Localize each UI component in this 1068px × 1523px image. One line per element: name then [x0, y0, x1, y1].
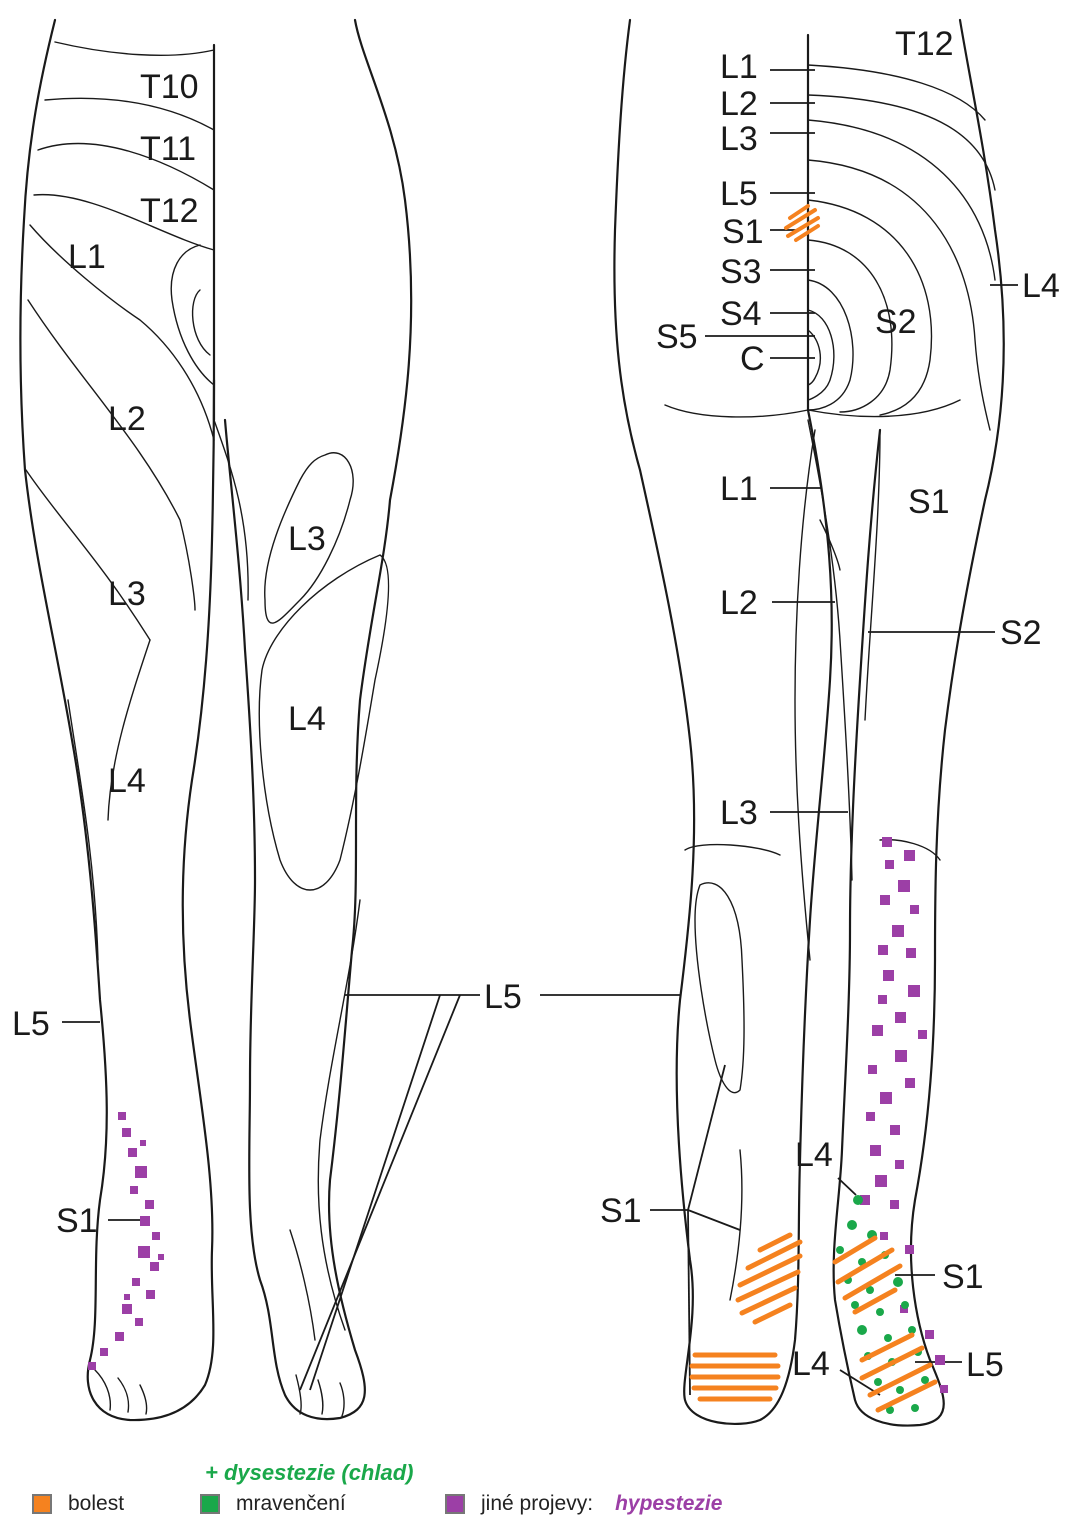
label-b-l3-leg: L3 [720, 794, 758, 832]
legend: + dysestezie (chlad) bolest mravenčení j… [0, 1450, 1068, 1520]
label-side-s1: S1 [600, 1192, 642, 1230]
label-l4-front: L4 [108, 762, 146, 800]
label-b-s1-leg: S1 [908, 483, 950, 521]
label-b-s2-leg: S2 [1000, 614, 1042, 652]
label-b-l4-ankle: L4 [795, 1136, 833, 1174]
label-b-l1: L1 [720, 48, 758, 86]
front-view: T10 T11 T12 L1 L2 L3 L4 L5 S1 L3 L4 L5 [12, 20, 680, 1420]
tingling-label: mravenčení [236, 1492, 346, 1516]
leader-b-s1-foot-2 [688, 1210, 740, 1230]
leader-l5-foot [300, 995, 460, 1390]
label-l2-front: L2 [108, 400, 146, 438]
label-b-l2-leg: L2 [720, 584, 758, 622]
label-b-l3: L3 [720, 120, 758, 158]
label-l1-front: L1 [68, 238, 106, 276]
label-b-l4-foot: L4 [792, 1345, 830, 1383]
label-b-l5-foot: L5 [966, 1346, 1004, 1384]
tingling-swatch [200, 1494, 220, 1514]
label-b-s4: S4 [720, 295, 762, 333]
label-l3-front-right: L3 [288, 520, 326, 558]
front-hypestezie-area [88, 1112, 164, 1370]
pain-sacral-area [786, 206, 818, 240]
label-b-s1: S1 [722, 213, 764, 251]
label-b-s3: S3 [720, 253, 762, 291]
legend-item-pain: bolest [32, 1492, 124, 1516]
label-t12-front: T12 [140, 192, 199, 230]
other-swatch [445, 1494, 465, 1514]
back-view: T12 L1 L2 L3 L5 S1 S3 S4 S5 C S2 L4 L1 S… [600, 20, 1060, 1426]
leader-b-s1-foot-3 [688, 1065, 725, 1210]
label-l5-center: L5 [484, 978, 522, 1016]
label-s1-front: S1 [56, 1202, 98, 1240]
label-l5-front: L5 [12, 1005, 50, 1043]
label-b-l2: L2 [720, 85, 758, 123]
label-b-t12: T12 [895, 25, 954, 63]
label-b-l4: L4 [1022, 267, 1060, 305]
label-b-l1-leg: L1 [720, 470, 758, 508]
tingling-extra-note: + dysestezie (chlad) [205, 1460, 413, 1486]
label-b-s5: S5 [656, 318, 698, 356]
leader-b-l4-ankle [838, 1178, 856, 1195]
pain-label: bolest [68, 1492, 124, 1516]
label-l3-front: L3 [108, 575, 146, 613]
other-label: jiné projevy: [481, 1492, 593, 1516]
label-b-c: C [740, 340, 765, 378]
pain-swatch [32, 1494, 52, 1514]
label-b-s2: S2 [875, 303, 917, 341]
label-b-s1-ankle: S1 [942, 1258, 984, 1296]
legend-item-other: jiné projevy: hypestezie [445, 1492, 722, 1516]
label-t10: T10 [140, 68, 199, 106]
leader-b-s1-foot-4 [688, 1210, 690, 1395]
other-value: hypestezie [615, 1492, 722, 1516]
legend-item-tingling: mravenčení [200, 1492, 346, 1516]
label-b-l5: L5 [720, 175, 758, 213]
back-pain-heel-area [692, 1235, 800, 1399]
label-t11: T11 [140, 130, 196, 168]
label-l4-front-right: L4 [288, 700, 326, 738]
